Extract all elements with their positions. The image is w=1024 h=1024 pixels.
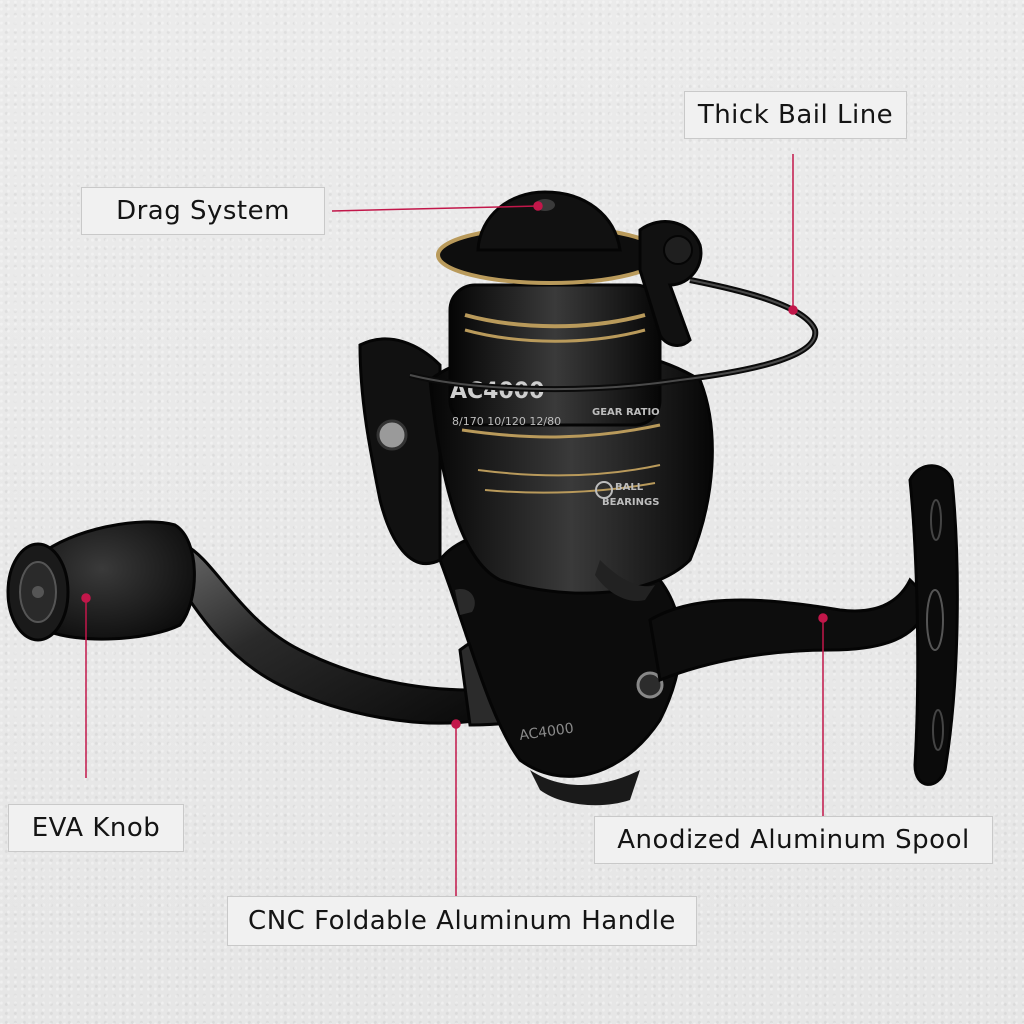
callout-cnc-foldable-aluminum-handle: CNC Foldable Aluminum Handle [227, 896, 697, 946]
eva-knob-marker [81, 593, 91, 603]
bail-assembly [409, 220, 819, 393]
drag-system-leader [331, 205, 539, 212]
eva-knob [6, 520, 196, 642]
body-model-text: AC4000 [518, 720, 574, 743]
callout-thick-bail-line: Thick Bail Line [684, 91, 907, 139]
ball-bearings-text-1: BALL [615, 482, 644, 493]
drag-knob [436, 190, 664, 285]
leader-lines [81, 154, 828, 898]
callout-anodized-aluminum-spool: Anodized Aluminum Spool [594, 816, 993, 864]
callout-drag-system: Drag System [81, 187, 325, 235]
handle-marker [451, 719, 461, 729]
gear-ratio-text: GEAR RATIO [592, 407, 660, 418]
ball-bearings-text-2: BEARINGS [602, 497, 659, 508]
reel-foot [648, 464, 959, 786]
callout-eva-knob: EVA Knob [8, 804, 184, 852]
line-capacity-text: 8/170 10/120 12/80 [452, 415, 561, 428]
thick-bail-line-marker [788, 305, 798, 315]
spool-marker [818, 613, 828, 623]
drag-system-marker [533, 201, 543, 211]
